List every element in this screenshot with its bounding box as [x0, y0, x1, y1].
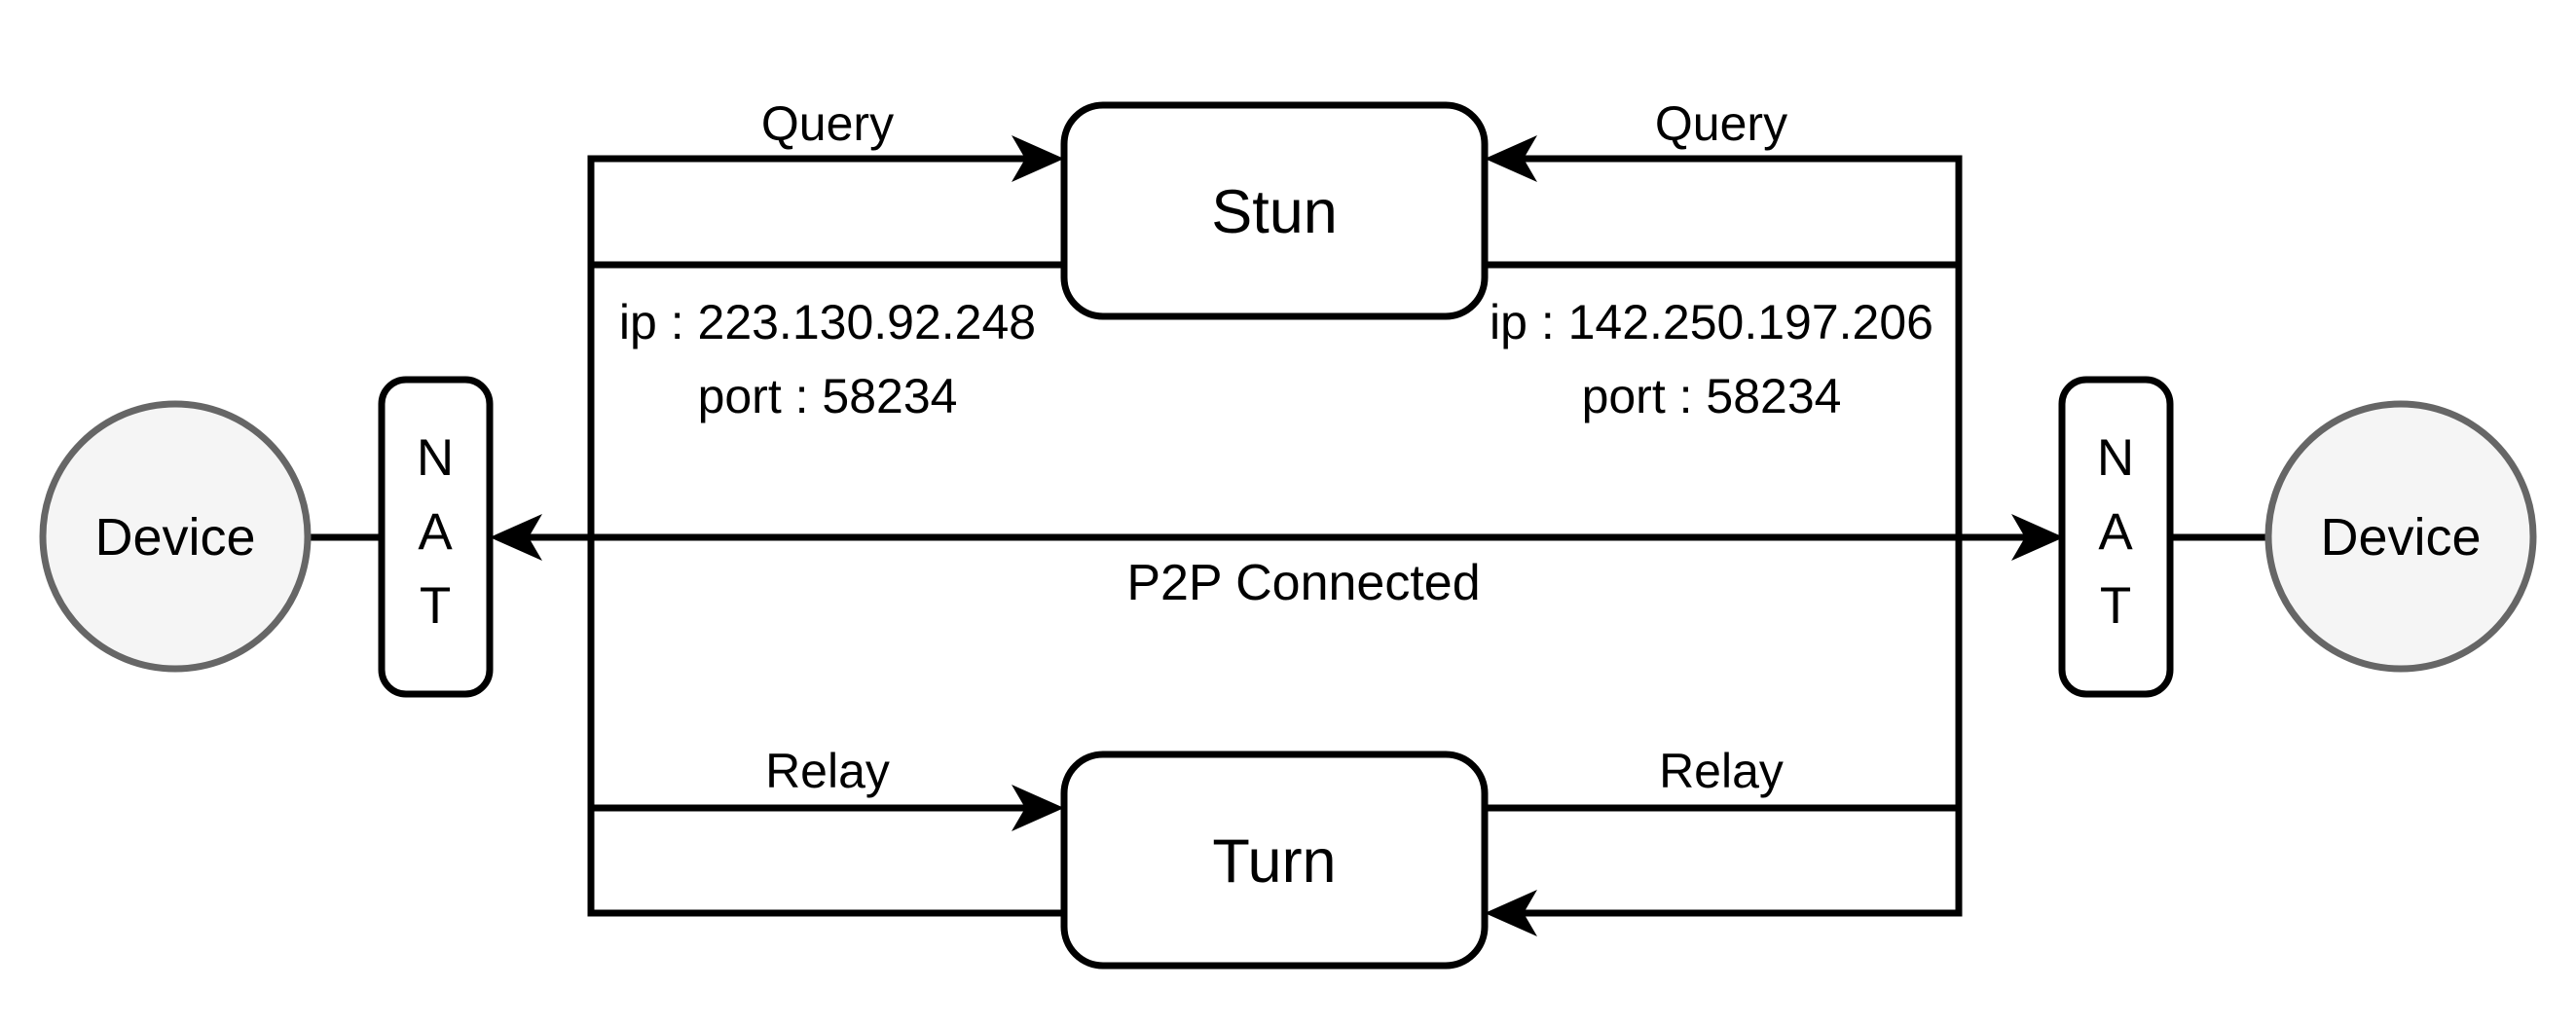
device-left-node — [39, 400, 312, 673]
nat-right-letter-t: T — [2100, 577, 2131, 635]
arrow-into-nat-right-icon — [2011, 514, 2064, 561]
turn-node — [1060, 751, 1489, 970]
stun-response-right-port: port : 58234 — [1582, 369, 1842, 423]
stun-response-left-ip: ip : 223.130.92.248 — [619, 295, 1036, 349]
arrow-into-turn-right-icon — [1485, 890, 1537, 936]
p2p-connected-label: P2P Connected — [1126, 555, 1480, 611]
arrow-into-stun-right-icon — [1485, 135, 1537, 182]
nat-right-letter-a: A — [2098, 503, 2133, 561]
arrow-into-turn-left-icon — [1012, 785, 1064, 831]
stun-response-right-ip: ip : 142.250.197.206 — [1490, 295, 1933, 349]
arrow-into-stun-left-icon — [1012, 135, 1064, 182]
device-right-node — [2264, 400, 2537, 673]
turn-label: Turn — [1212, 827, 1336, 896]
nat-left-letter-a: A — [418, 503, 453, 561]
nat-right-label: N A T — [2097, 429, 2134, 635]
device-right-label: Device — [2320, 508, 2481, 567]
stun-node — [1060, 101, 1489, 320]
stun-response-left-port: port : 58234 — [698, 369, 958, 423]
nat-right-letter-n: N — [2097, 429, 2134, 487]
nat-left-letter-t: T — [420, 577, 451, 635]
nat-left-letter-n: N — [417, 429, 454, 487]
arrow-into-nat-left-icon — [490, 514, 542, 561]
nat-left-node — [378, 376, 494, 698]
query-left-label: Query — [761, 96, 894, 151]
nat-left-label: N A T — [417, 429, 454, 635]
device-left-label: Device — [94, 508, 255, 567]
query-right-label: Query — [1655, 96, 1787, 151]
relay-left-label: Relay — [765, 744, 890, 798]
relay-right-label: Relay — [1659, 744, 1784, 798]
stun-label: Stun — [1211, 178, 1338, 246]
